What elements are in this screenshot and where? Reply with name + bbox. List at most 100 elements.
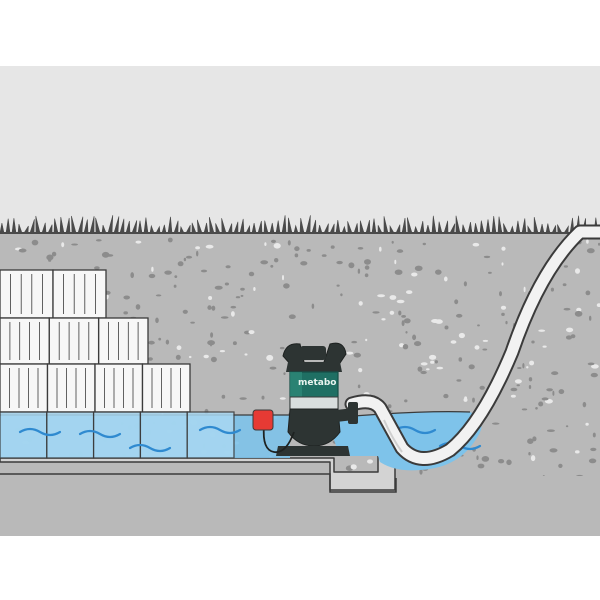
soil-speckle: [175, 354, 181, 360]
soil-speckle: [211, 305, 216, 311]
soil-speckle: [188, 355, 192, 359]
soil-speckle: [535, 407, 538, 410]
soil-speckle: [282, 275, 284, 281]
soil-speckle: [405, 331, 408, 334]
floor-edge: [0, 473, 397, 493]
soil-speckle: [498, 459, 505, 464]
soil-speckle: [430, 360, 435, 364]
soil-speckle: [589, 315, 592, 321]
soil-speckle: [482, 339, 489, 342]
soil-speckle: [420, 362, 428, 366]
soil-speckle: [391, 240, 394, 244]
soil-speckle: [182, 309, 188, 314]
storage-box: [94, 363, 144, 413]
soil-speckle: [135, 304, 141, 310]
soil-speckle: [365, 338, 368, 342]
soil-speckle: [574, 310, 583, 317]
soil-speckle: [240, 287, 245, 291]
soil-speckle: [472, 242, 480, 247]
storage-box: [46, 363, 96, 413]
soil-speckle: [389, 295, 397, 300]
soil-speckle: [436, 366, 444, 370]
soil-speckle: [550, 287, 555, 292]
soil-speckle: [219, 350, 225, 353]
submerged-box: [0, 411, 48, 459]
stacked-boxes-icon: [0, 269, 235, 459]
soil-speckle: [566, 327, 574, 333]
soil-speckle: [306, 249, 311, 252]
soil-speckle: [71, 243, 78, 246]
grass-icon: [0, 215, 599, 234]
soil-speckle: [420, 370, 427, 375]
soil-speckle: [165, 339, 170, 345]
soil-speckle: [235, 296, 241, 299]
soil-speckle: [521, 408, 528, 411]
soil-speckle: [248, 271, 255, 277]
soil-speckle: [546, 388, 553, 392]
soil-speckle: [130, 272, 134, 279]
soil-speckle: [147, 357, 153, 361]
storage-box: [0, 363, 49, 413]
soil-speckle: [46, 254, 54, 261]
soil-speckle: [95, 239, 102, 242]
storage-box: [52, 269, 107, 319]
soil-speckle: [454, 299, 459, 305]
soil-speckle: [402, 344, 409, 350]
soil-speckle: [358, 301, 363, 306]
soil-speckle: [429, 354, 437, 360]
soil-speckle: [517, 367, 522, 369]
soil-speckle: [516, 384, 520, 387]
soil-speckle: [542, 345, 547, 348]
soil-speckle: [419, 468, 423, 475]
soil-speckle: [558, 389, 565, 395]
storage-box: [98, 317, 149, 365]
soil-speckle: [221, 394, 226, 399]
soil-speckle: [205, 244, 214, 249]
soil-speckle: [18, 248, 27, 253]
soil-speckle: [357, 384, 361, 389]
soil-speckle: [522, 363, 525, 369]
soil-speckle: [330, 245, 335, 249]
soil-speckle: [231, 311, 235, 317]
soil-speckle: [381, 318, 386, 321]
soil-speckle: [501, 262, 504, 266]
soil-speckle: [279, 397, 286, 400]
soil-speckle: [336, 260, 343, 265]
soil-speckle: [271, 239, 276, 243]
soil-speckle: [456, 379, 462, 382]
soil-speckle: [270, 264, 274, 268]
soil-speckle: [155, 317, 159, 324]
soil-speckle: [148, 340, 155, 345]
soil-speckle: [406, 290, 413, 294]
soil-speckle: [294, 253, 299, 258]
soil-speckle: [505, 320, 508, 325]
soil-speckle: [135, 240, 142, 244]
soil-speckle: [582, 401, 587, 408]
soil-speckle: [435, 269, 442, 275]
soil-speckle: [450, 340, 457, 344]
soil-speckle: [463, 281, 467, 287]
soil-speckle: [321, 254, 327, 257]
soil-speckle: [261, 395, 265, 400]
soil-speckle: [266, 354, 274, 361]
soil-speckle: [514, 379, 522, 384]
soil-speckle: [585, 290, 591, 296]
soil-speckle: [501, 312, 505, 316]
soil-speckle: [230, 305, 237, 309]
soil-speckle: [372, 311, 380, 314]
soil-speckle: [203, 354, 209, 359]
soil-speckle: [585, 422, 589, 426]
soil-speckle: [31, 239, 39, 246]
soil-speckle: [158, 337, 162, 341]
soil-speckle: [477, 324, 480, 327]
soil-speckle: [240, 294, 244, 297]
soil-speckle: [283, 372, 286, 375]
soil-speckle: [472, 397, 475, 403]
soil-speckle: [523, 286, 526, 293]
soil-speckle: [443, 393, 449, 399]
soil-speckle: [444, 325, 449, 330]
soil-speckle: [195, 246, 201, 250]
soil-speckle: [532, 436, 537, 442]
soil-speckle: [596, 303, 600, 307]
soil-speckle: [239, 397, 247, 400]
